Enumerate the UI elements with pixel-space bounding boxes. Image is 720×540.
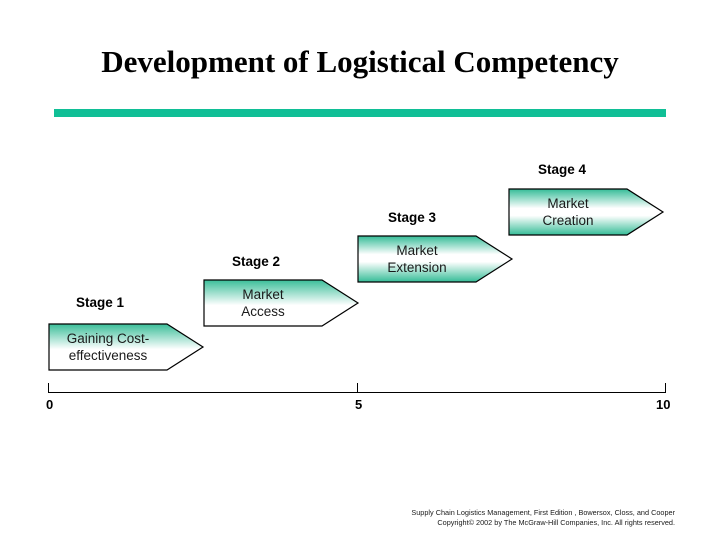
stage-arrow-3-shape	[357, 235, 514, 283]
stage-arrow-3[interactable]: Market Extension	[357, 235, 514, 283]
footer-line-copyright: Copyright© 2002 by The McGraw-Hill Compa…	[437, 518, 675, 528]
stage-arrow-4-shape	[508, 188, 665, 236]
axis-tick-5	[357, 383, 358, 393]
copyright-footer: Supply Chain Logistics Management, First…	[300, 508, 675, 529]
maturity-axis: 0 5 10	[46, 380, 671, 414]
page-title: Development of Logistical Competency	[101, 44, 619, 79]
title-underline-rule	[54, 109, 666, 117]
stage-caption-4: Stage 4	[538, 162, 587, 177]
stage-arrow-2-shape	[203, 279, 360, 327]
axis-tick-label-10: 10	[656, 397, 671, 412]
axis-tick-label-5: 5	[355, 397, 363, 412]
axis-tick-0	[48, 383, 49, 393]
stage-caption-3: Stage 3	[388, 210, 437, 225]
axis-tick-10	[665, 383, 666, 393]
stage-arrow-1[interactable]: Gaining Cost- effectiveness	[48, 323, 205, 371]
stage-caption-2: Stage 2	[232, 254, 281, 269]
axis-tick-label-0: 0	[46, 397, 54, 412]
stage-arrow-4[interactable]: Market Creation	[508, 188, 665, 236]
stage-arrow-2[interactable]: Market Access	[203, 279, 360, 327]
footer-line-source: Supply Chain Logistics Management, First…	[411, 508, 675, 517]
stage-caption-1: Stage 1	[76, 295, 125, 310]
stage-arrow-1-shape	[48, 323, 205, 371]
